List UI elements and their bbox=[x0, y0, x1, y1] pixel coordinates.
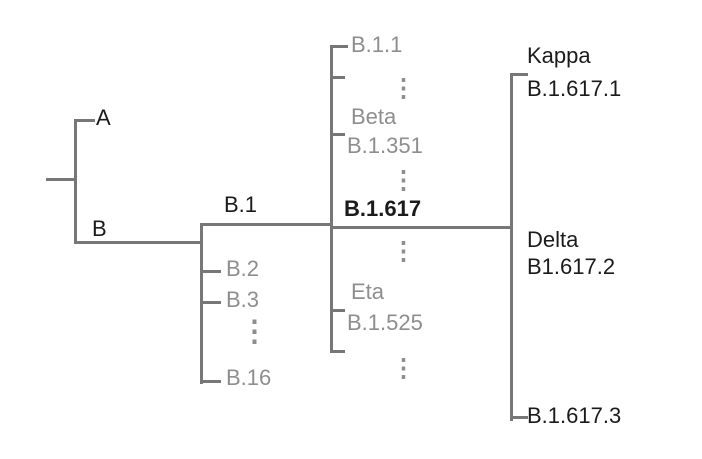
node-label-b2: B.2 bbox=[226, 256, 260, 281]
node-label-b1: B.1 bbox=[224, 192, 258, 217]
node-label-b: B bbox=[92, 216, 107, 241]
b1617-children-bracket-line bbox=[510, 74, 513, 421]
ellipsis-under-b1617: ⋮ bbox=[391, 237, 416, 265]
tick-eta bbox=[330, 309, 345, 312]
root-stub-line bbox=[46, 178, 77, 181]
node-label-b16171: B.1.617.1 bbox=[527, 76, 622, 101]
branch-a-line bbox=[74, 119, 95, 122]
ellipsis-under-b1525: ⋮ bbox=[391, 354, 416, 382]
tick-beta bbox=[330, 133, 345, 136]
tick-b2 bbox=[200, 270, 221, 273]
branch-b-line bbox=[74, 241, 203, 244]
b1-children-bracket-line bbox=[330, 45, 333, 353]
ellipsis-b-children: ⋮ bbox=[240, 316, 269, 348]
ellipsis-under-beta: ⋮ bbox=[391, 166, 416, 194]
node-label-b16172: B1.617.2 bbox=[527, 254, 616, 279]
tick-b16 bbox=[200, 380, 221, 383]
node-label-b1351: B.1.351 bbox=[347, 133, 423, 158]
node-label-eta: Eta bbox=[351, 279, 385, 304]
node-label-b16173: B.1.617.3 bbox=[527, 403, 622, 428]
tick-b3 bbox=[200, 301, 221, 304]
tick-kappa bbox=[510, 73, 528, 76]
node-label-b16: B.16 bbox=[226, 365, 272, 390]
branch-b1617-line bbox=[330, 226, 513, 229]
node-label-beta: Beta bbox=[351, 104, 397, 129]
node-label-b11: B.1.1 bbox=[351, 32, 403, 57]
tick-b16173 bbox=[510, 416, 528, 419]
tick-unlabeled-upper bbox=[330, 76, 345, 79]
ellipsis-under-b11: ⋮ bbox=[391, 74, 416, 102]
tick-unlabeled-lower bbox=[330, 350, 345, 353]
node-label-delta: Delta bbox=[527, 227, 579, 252]
node-label-a: A bbox=[96, 105, 111, 130]
node-label-kappa: Kappa bbox=[527, 43, 591, 68]
root-bracket-line bbox=[74, 119, 77, 244]
branch-b1-line bbox=[200, 223, 333, 226]
node-label-b1617: B.1.617 bbox=[344, 196, 422, 221]
tick-b11 bbox=[330, 45, 348, 48]
node-label-b1525: B.1.525 bbox=[347, 310, 423, 335]
node-label-b3: B.3 bbox=[226, 287, 260, 312]
